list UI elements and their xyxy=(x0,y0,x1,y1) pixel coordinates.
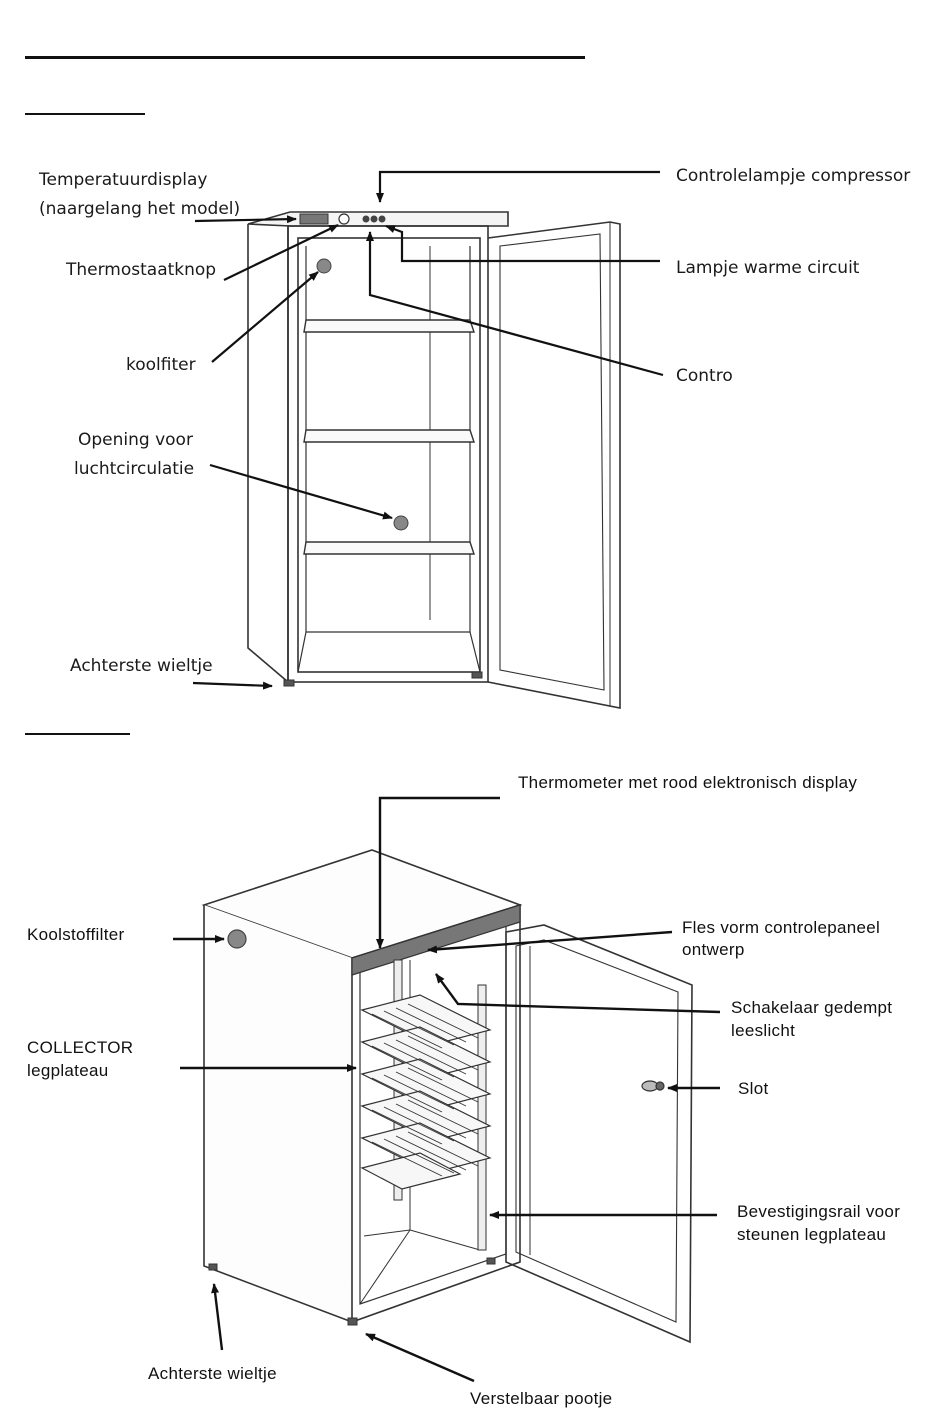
label-temperatuurdisplay: Temperatuurdisplay xyxy=(39,170,208,190)
label-opening: Opening voor xyxy=(78,430,193,450)
fig2-lock xyxy=(641,1080,665,1092)
section1-rule xyxy=(25,113,145,115)
label-collector-sub: legplateau xyxy=(27,1061,109,1080)
fig1-feet xyxy=(283,671,483,687)
label-koolfilter: koolfiter xyxy=(126,355,196,375)
label-contro: Contro xyxy=(676,366,733,386)
fig1-lamp-1 xyxy=(362,215,370,223)
fig1-leaders xyxy=(192,170,664,690)
fig2-leaders xyxy=(173,796,721,1383)
fig1-lamp-3 xyxy=(378,215,386,223)
page-title-rule xyxy=(25,56,585,59)
fig1-lamp-2 xyxy=(370,215,378,223)
label-temperatuurdisplay-sub: (naargelang het model) xyxy=(39,199,241,219)
section2-rule xyxy=(25,733,130,735)
fig2-door xyxy=(505,924,693,1344)
label-slot: Slot xyxy=(738,1079,769,1098)
label-lampje-warme-circuit: Lampje warme circuit xyxy=(676,258,860,278)
fig1-thermostat-knob-shape xyxy=(338,213,350,225)
fig2-feet xyxy=(208,1257,496,1326)
label-verstelbaar-pootje: Verstelbaar pootje xyxy=(470,1389,613,1408)
label-opening-sub: luchtcirculatie xyxy=(74,459,195,479)
fig2-wine-racks xyxy=(360,994,492,1190)
fig1-shelves xyxy=(303,319,475,555)
label-bevestigingsrail: Bevestigingsrail voor xyxy=(737,1202,901,1221)
fig1-carbon-filter xyxy=(316,258,332,274)
fig1-cabinet xyxy=(247,211,509,684)
label-schakelaar-sub: leeslicht xyxy=(731,1021,796,1040)
label-fles-vorm: Fles vorm controlepaneel xyxy=(682,918,881,937)
label-achterste-wieltje-2: Achterste wieltje xyxy=(148,1364,277,1383)
label-koolstoffilter: Koolstoffilter xyxy=(27,925,125,944)
label-bevestigingsrail-sub: steunen legplateau xyxy=(737,1225,887,1244)
label-controlelampje-compressor: Controlelampje compressor xyxy=(676,166,911,186)
label-fles-vorm-sub: ontwerp xyxy=(682,940,745,959)
fig2-control-panel xyxy=(351,904,521,976)
label-thermostaatknop: Thermostaatknop xyxy=(66,260,217,280)
fig1-door xyxy=(487,221,621,709)
label-achterste-wieltje-1: Achterste wieltje xyxy=(70,656,213,676)
fig1-temperature-display xyxy=(299,213,329,225)
fig1-air-opening xyxy=(393,515,409,531)
label-collector: COLLECTOR xyxy=(27,1038,134,1057)
label-schakelaar: Schakelaar gedempt xyxy=(731,998,893,1017)
label-thermometer: Thermometer met rood elektronisch displa… xyxy=(518,773,858,792)
fig2-carbon-filter xyxy=(227,929,247,949)
